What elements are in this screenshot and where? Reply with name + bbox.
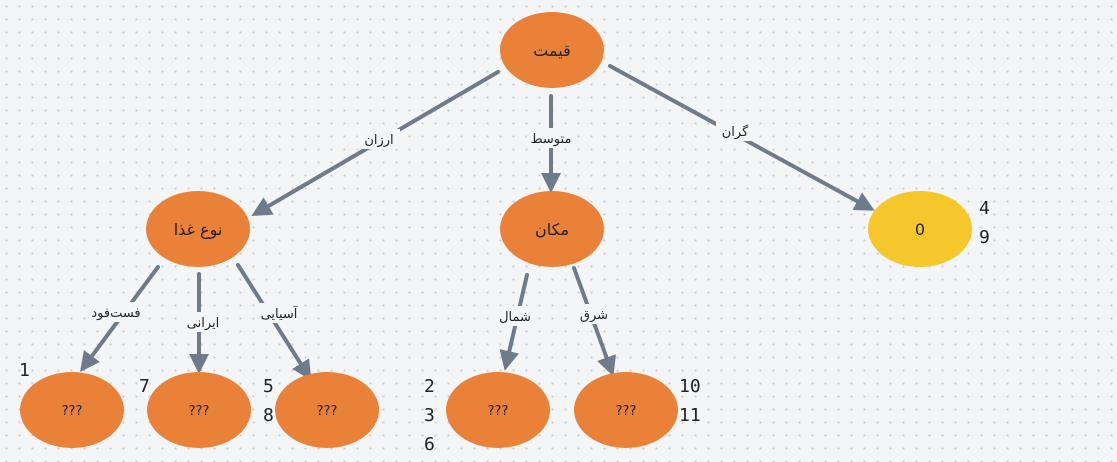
node-expensive-leaf: 0 <box>868 191 972 267</box>
node-location-label: مکان <box>535 220 569 239</box>
node-fastfood-leaf: ??? <box>20 372 124 448</box>
edge-label-medium: متوسط <box>531 132 572 147</box>
nodes-group: قیمت نوع غذا مکان 0 ??? ??? ??? <box>20 12 972 448</box>
row-index-groups: 4 9 1 7 5 8 2 3 6 10 11 <box>19 198 990 455</box>
node-iranian-leaf-label: ??? <box>189 404 210 419</box>
edge-label-asian: آسیایی <box>261 305 299 322</box>
north-leaf-row-2: 6 <box>424 434 435 455</box>
iranian-leaf-row-0: 7 <box>139 376 150 397</box>
expensive-leaf-row-1: 9 <box>979 227 990 248</box>
edge-label-east: شرق <box>580 308 608 323</box>
east-leaf-row-0: 10 <box>679 376 701 397</box>
node-east-leaf: ??? <box>574 372 678 448</box>
north-leaf-row-1: 3 <box>424 405 435 426</box>
fastfood-leaf-row-0: 1 <box>19 360 30 381</box>
node-food-type: نوع غذا <box>146 191 250 267</box>
node-root-label: قیمت <box>533 41 570 60</box>
expensive-leaf-row-0: 4 <box>979 198 990 219</box>
node-iranian-leaf: ??? <box>147 372 251 448</box>
edge-labels-group: ارزان متوسط گران فست‌فود ایرانی آسیایی ش… <box>86 121 754 332</box>
edge-label-fastfood: فست‌فود <box>91 306 140 321</box>
node-east-leaf-label: ??? <box>616 404 637 419</box>
node-asian-leaf: ??? <box>275 372 379 448</box>
edge-label-expensive: گران <box>722 124 749 140</box>
asian-leaf-row-1: 8 <box>263 405 274 426</box>
node-fastfood-leaf-label: ??? <box>62 404 83 419</box>
node-north-leaf-label: ??? <box>488 404 509 419</box>
node-north-leaf: ??? <box>446 372 550 448</box>
node-expensive-leaf-label: 0 <box>915 220 925 239</box>
node-location: مکان <box>500 191 604 267</box>
node-food-type-label: نوع غذا <box>174 220 223 240</box>
node-root-price: قیمت <box>500 12 604 88</box>
node-asian-leaf-label: ??? <box>317 404 338 419</box>
east-leaf-row-1: 11 <box>679 405 701 426</box>
asian-leaf-row-0: 5 <box>263 376 274 397</box>
edge-label-cheap: ارزان <box>364 133 393 148</box>
edge-label-north: شمال <box>499 310 531 325</box>
north-leaf-row-0: 2 <box>424 376 435 397</box>
edge-label-iranian: ایرانی <box>187 316 219 331</box>
